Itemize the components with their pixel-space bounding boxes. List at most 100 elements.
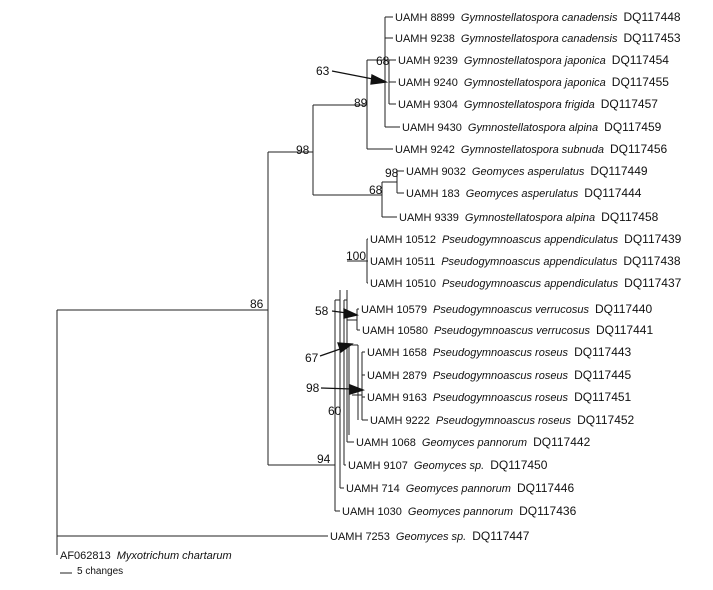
leaf-species: Geomyces pannorum (407, 506, 514, 518)
leaf-strain: UAMH 2879 (367, 370, 427, 382)
leaf-strain: UAMH 714 (346, 483, 400, 495)
leaf-accession: DQ117458 (601, 210, 659, 224)
leaf-accession: DQ117443 (574, 345, 632, 359)
leaf-species: Pseudogymnoascus verrucosus (433, 304, 589, 316)
leaf-label: UAMH 9238 Gymnostellatospora canadensis DQ… (395, 32, 681, 46)
leaf-species: Gymnostellatospora canadensis (460, 12, 618, 24)
leaf-label: UAMH 9242 Gymnostellatospora subnuda DQ117… (395, 143, 667, 157)
bootstrap-60: 60 (328, 404, 342, 418)
leaf-strain: UAMH 9222 (370, 415, 430, 427)
leaf-strain: UAMH 9430 (402, 122, 462, 134)
leaf-strain: UAMH 9304 (398, 99, 458, 111)
arrow-98 (320, 387, 353, 390)
leaf-strain: UAMH 9242 (395, 144, 455, 156)
bootstrap-100: 100 (346, 249, 367, 263)
leaf-accession: DQ117436 (519, 504, 577, 518)
leaf-species: Gymnostellatospora subnuda (460, 144, 605, 156)
leaf-strain: UAMH 8899 (395, 12, 455, 24)
leaf-species: Geomyces pannorum (405, 483, 511, 495)
leaf-accession: DQ117455 (611, 75, 669, 89)
leaf-species: Gymnostellatospora japonica (463, 55, 606, 67)
leaf-species: Geomyces asperulatus (471, 166, 585, 178)
leaf-accession: DQ117437 (624, 276, 682, 290)
arrowhead-icon (349, 384, 365, 395)
leaf-accession: DQ117445 (574, 368, 632, 382)
leaf-species: Geomyces sp. (413, 460, 485, 472)
leaf-accession: DQ117438 (623, 254, 681, 268)
leaf-strain: UAMH 10579 (361, 304, 428, 316)
leaf-strain: UAMH 1030 (342, 506, 402, 518)
leaf-strain: UAMH 1658 (367, 347, 427, 359)
leaf-strain: UAMH 183 (406, 188, 460, 200)
leaf-label: UAMH 9240 Gymnostellatospora japonica DQ11… (398, 76, 669, 90)
leaf-accession: DQ117454 (611, 53, 669, 67)
leaf-strain: UAMH 9240 (398, 77, 458, 89)
leaf-species: Gymnostellatospora canadensis (460, 33, 618, 45)
leaf-label: UAMH 9032 Geomyces asperulatus DQ117449 (406, 165, 648, 179)
leaf-species: Geomyces pannorum (421, 437, 528, 449)
arrowhead-icon (343, 307, 359, 319)
leaf-species: Gymnostellatospora japonica (463, 77, 606, 89)
leaf-accession: DQ117457 (600, 97, 658, 111)
leaf-label: UAMH 1030 Geomyces pannorum DQ117436 (342, 505, 576, 519)
bootstrap-98: 98 (296, 143, 310, 157)
leaf-label: UAMH 183 Geomyces asperulatus DQ117444 (406, 187, 641, 201)
bootstrap-67: 67 (305, 351, 319, 365)
leaf-accession: DQ117440 (594, 302, 653, 316)
leaf-accession: DQ117459 (604, 120, 662, 134)
leaf-strain: UAMH 9239 (398, 55, 458, 67)
leaf-accession: DQ117449 (590, 164, 648, 178)
leaf-accession: DQ117456 (610, 142, 668, 156)
arrowhead-icon (337, 342, 354, 354)
leaf-strain: UAMH 9163 (367, 392, 427, 404)
leaf-species: Gymnostellatospora alpina (464, 212, 596, 224)
leaf-label: UAMH 9304 Gymnostellatospora frigida DQ117… (398, 98, 658, 112)
leaf-label: UAMH 9239 Gymnostellatospora japonica DQ11… (398, 54, 669, 68)
bootstrap-98-roseus: 98 (306, 381, 320, 395)
leaf-accession: DQ117453 (623, 31, 681, 45)
leaf-strain: UAMH 7253 (330, 531, 390, 543)
leaf-strain: UAMH 9238 (395, 33, 455, 45)
bootstrap-68-asperulatus: 68 (369, 183, 383, 197)
leaf-species: Geomyces asperulatus (465, 188, 579, 200)
leaf-label: UAMH 10580 Pseudogymnoascus verrucosus DQ1… (362, 324, 653, 338)
leaf-species: Pseudogymnoascus appendiculatus (442, 278, 619, 290)
arrow-63 (331, 70, 379, 81)
leaf-strain: UAMH 10510 (370, 278, 437, 290)
leaf-strain: AF062813 (60, 550, 111, 562)
arrowhead-icon (370, 74, 389, 85)
leaf-strain: UAMH 10580 (362, 325, 429, 337)
leaf-accession: DQ117439 (624, 232, 682, 246)
leaf-label: UAMH 9339 Gymnostellatospora alpina DQ1174… (399, 211, 658, 225)
leaf-accession: DQ117441 (595, 323, 654, 337)
branch-lines (56, 16, 404, 555)
leaf-strain: UAMH 10512 (370, 234, 437, 246)
arrow-67 (319, 347, 344, 357)
leaf-species: Pseudogymnoascus verrucosus (434, 325, 590, 337)
bootstrap-58: 58 (315, 304, 329, 318)
leaf-species: Pseudogymnoascus roseus (432, 392, 569, 404)
leaf-species: Gymnostellatospora frigida (463, 99, 595, 111)
leaf-strain: UAMH 9107 (348, 460, 408, 472)
leaf-strain: UAMH 9339 (399, 212, 459, 224)
bootstrap-68: 68 (376, 54, 390, 68)
leaf-strain: UAMH 9032 (406, 166, 466, 178)
leaf-accession: DQ117444 (584, 186, 642, 200)
bootstrap-63: 63 (316, 64, 330, 78)
bootstrap-89: 89 (354, 96, 368, 110)
annotation-arrows (319, 70, 389, 395)
leaf-strain: UAMH 10511 (370, 256, 436, 268)
leaf-accession: DQ117442 (533, 435, 591, 449)
